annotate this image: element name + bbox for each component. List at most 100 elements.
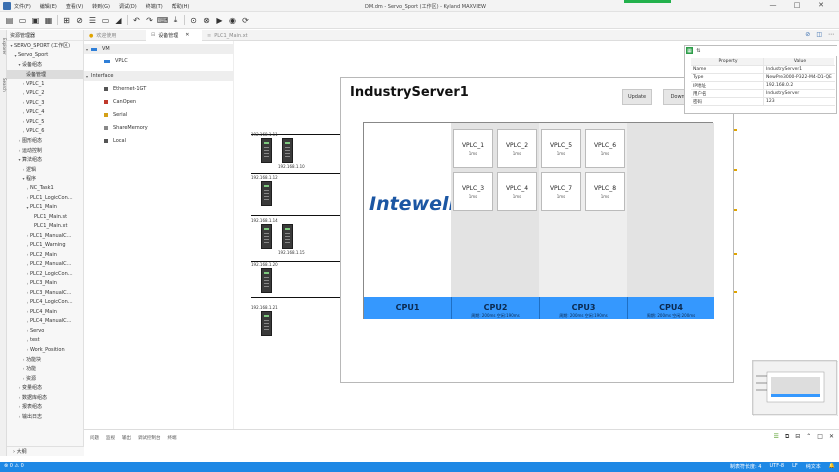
layout-icon[interactable]: ◫ [816,31,822,38]
explorer-item[interactable]: ›PLC4_ManualC... [7,317,83,327]
menu-edit[interactable]: 编辑(E) [39,3,57,10]
explorer-item[interactable]: ›PLC2_Main [7,250,83,260]
panel-tab-watch[interactable]: 监视 [106,436,115,441]
property-value[interactable]: 123 [766,99,775,104]
run-icon[interactable]: ▶ [216,15,223,25]
explorer-item[interactable]: PLC1_Main.st [7,212,83,222]
explorer-item[interactable]: ›test [7,336,83,346]
explorer-item[interactable]: ›功能 [7,364,83,374]
property-value[interactable]: NewPre3000-P322-M4-D1-QE [766,75,832,80]
panel-tab-terminal[interactable]: 终端 [167,436,177,441]
explorer-item[interactable]: ›PLC1_Warning [7,241,83,251]
maximize-icon[interactable]: □ [817,433,823,440]
panel-tab-debug-console[interactable]: 调试控制台 [138,436,161,441]
plc-device-icon[interactable] [282,138,293,163]
problems-count[interactable]: ⊗ 0 ⚠ 0 [4,463,24,469]
explorer-item[interactable]: ›逻辑 [7,165,83,175]
explorer-item[interactable]: ›PLC3_Main [7,279,83,289]
plc-device-icon[interactable] [261,311,272,336]
more-icon[interactable]: ⋯ [828,31,834,38]
save-icon[interactable]: ▣ [31,15,40,25]
undo-icon[interactable]: ↶ [133,15,140,25]
tab-welcome[interactable]: ● 欢迎使用 [89,32,117,40]
new-file-icon[interactable]: ▤ [5,15,14,25]
explorer-item[interactable]: ›功能块 [7,355,83,365]
device-item[interactable]: Ethernet-1GT [84,84,146,94]
plc-device-icon[interactable] [261,268,272,293]
grid-view-icon[interactable]: ▦ [686,47,693,54]
device-group[interactable]: ▾VM [84,44,234,54]
redo-icon[interactable]: ↷ [146,15,153,25]
explorer-item[interactable]: ▾SERVO_SPORT (工作区) [7,41,83,51]
explorer-item[interactable]: ›输出日志 [7,412,83,422]
explorer-item[interactable]: ›Servo [7,326,83,336]
tab-size-status[interactable]: 制表符长度: 4 [730,464,762,470]
update-button[interactable]: Update [622,89,652,105]
explorer-item[interactable]: ›VPLC_1 [7,79,83,89]
activity-search[interactable]: Search [2,78,7,92]
explorer-item[interactable]: ▾PLC1_Main [7,203,83,213]
cpu-bar[interactable]: CPU1 [364,297,451,319]
keyboard-icon[interactable]: ⌨ [156,15,169,25]
explorer-item[interactable]: 设备管理 [7,69,83,79]
outline-section[interactable]: › 大纲 [7,446,84,456]
explorer-item[interactable]: ›图形组态 [7,136,83,146]
language-status[interactable]: 纯文本 [805,464,821,470]
plc-device-icon[interactable] [261,181,272,206]
explorer-item[interactable]: ›PLC3_ManualC... [7,288,83,298]
maximize-button[interactable]: □ [793,1,801,9]
explorer-item[interactable]: ›PLC2_ManualC... [7,260,83,270]
industry-server-panel[interactable]: IndustryServer1 Update Download Intewell… [340,77,734,383]
encoding-status[interactable]: UTF-8 [769,463,785,469]
device-item[interactable]: ShareMemory [84,123,148,133]
tab-plc1-main[interactable]: ≡ PLC1_Main.xt [207,32,248,39]
explorer-item[interactable]: ›PLC4_Main [7,307,83,317]
open-folder-icon[interactable]: ▭ [18,15,27,25]
explorer-item[interactable]: ›变量组态 [7,383,83,393]
minimize-button[interactable]: — [769,1,777,9]
device-group[interactable]: ▾Interface [84,71,234,81]
step-icon[interactable]: ⟳ [242,15,249,25]
panel-tab-problems[interactable]: 问题 [90,436,99,441]
menu-debug[interactable]: 调试(D) [118,3,137,10]
device-item[interactable]: Serial [84,110,127,120]
plc-device-icon[interactable] [261,224,272,249]
explorer-item[interactable]: ▾算法组态 [7,155,83,165]
device-item[interactable]: Local [84,136,126,146]
explorer-item[interactable]: ▾设备组态 [7,60,83,70]
explorer-item[interactable]: ›数据库组态 [7,393,83,403]
panel-tab-output[interactable]: 输出 [122,436,131,441]
split-icon[interactable]: ⊘ [805,31,811,38]
menu-file[interactable]: 文件(F) [14,3,31,10]
monitor-icon[interactable]: ▭ [101,15,110,25]
device-item[interactable]: VPLC [84,56,128,66]
explorer-item[interactable]: ›PLC2_LogicCon... [7,269,83,279]
signal-icon[interactable]: ◢ [115,15,122,25]
explorer-item[interactable]: ›资源 [7,374,83,384]
save-all-icon[interactable]: ▦ [44,15,53,25]
record-icon[interactable]: ◉ [229,15,236,25]
explorer-item[interactable]: ›Work_Position [7,345,83,355]
minimap[interactable] [752,360,839,417]
bell-icon[interactable]: 🔔 [828,463,835,469]
close-window-button[interactable]: ✕ [818,1,824,9]
explorer-item[interactable]: ›报表组态 [7,402,83,412]
sort-icon[interactable]: ⇅ [696,47,701,54]
explorer-item[interactable]: ›NC_Task1 [7,184,83,194]
explorer-item[interactable]: ›VPLC_5 [7,117,83,127]
